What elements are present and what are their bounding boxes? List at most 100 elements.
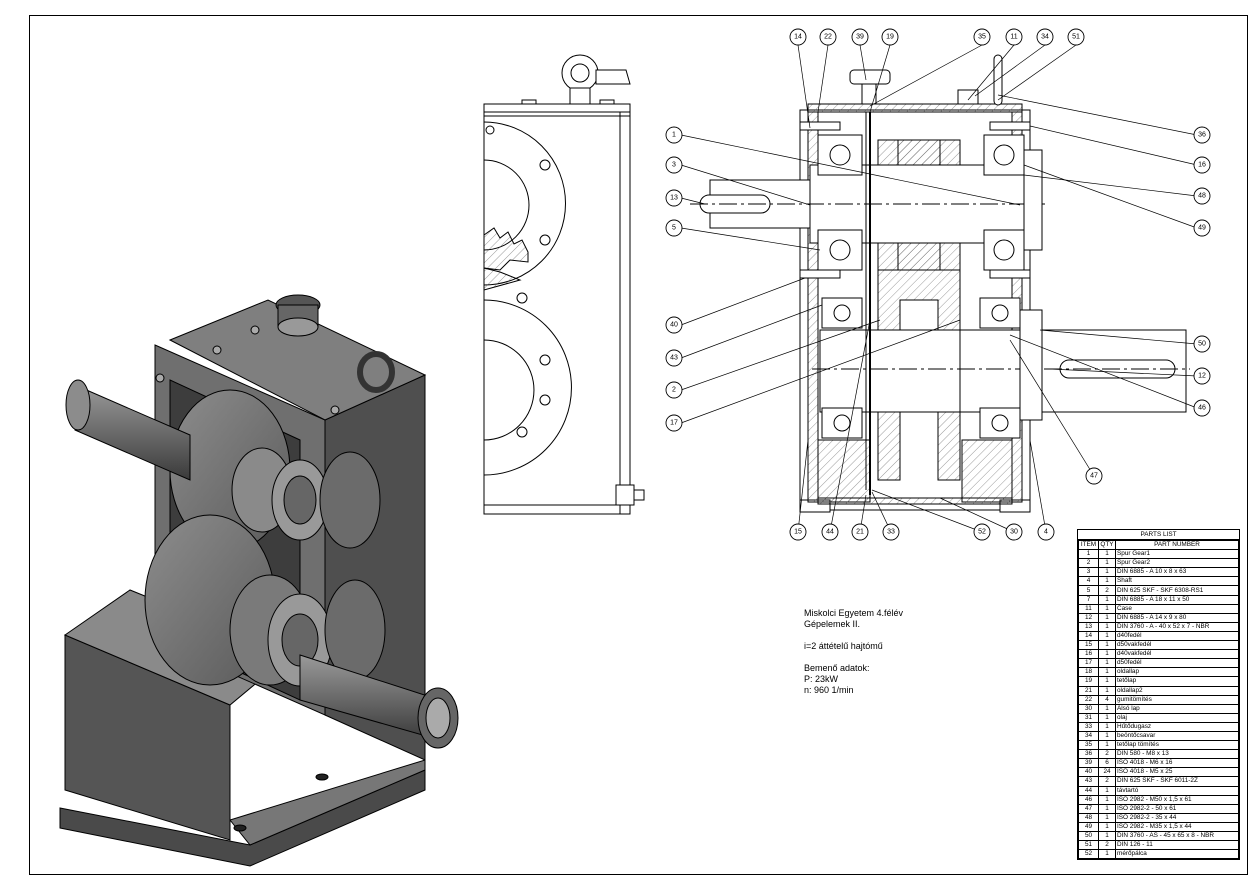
qty-cell: 1: [1098, 594, 1116, 605]
callout-balloon-1: 1: [665, 126, 683, 144]
item-cell: 46: [1078, 794, 1099, 805]
callout-balloon-36: 36: [1193, 126, 1211, 144]
callout-balloon-15: 15: [789, 523, 807, 541]
notes-university: Miskolci Egyetem 4.félév: [804, 608, 904, 618]
notes-speed: n: 960 1/min: [804, 685, 854, 695]
part-number-cell: DIN 625 SKF - SKF 6011-2Z: [1115, 776, 1239, 787]
part-number-cell: ISO 4018 - M5 x 25: [1115, 767, 1239, 778]
part-number-cell: gumitömítés: [1115, 694, 1239, 705]
svg-text:1: 1: [672, 132, 676, 139]
item-cell: 47: [1078, 803, 1099, 814]
main-cross-section: [690, 54, 1190, 513]
item-cell: 16: [1078, 649, 1099, 660]
qty-cell: 1: [1098, 567, 1116, 578]
part-number-cell: d40vakfedél: [1115, 649, 1239, 660]
item-cell: 31: [1078, 712, 1099, 723]
qty-cell: 1: [1098, 812, 1116, 823]
part-number-cell: d50fedél: [1115, 658, 1239, 669]
svg-text:33: 33: [887, 529, 895, 536]
qty-cell: 1: [1098, 794, 1116, 805]
svg-text:12: 12: [1198, 373, 1206, 380]
callout-balloon-52: 52: [973, 523, 991, 541]
item-cell: 14: [1078, 630, 1099, 642]
part-number-cell: d50vakfedél: [1115, 640, 1239, 651]
callout-balloon-43: 43: [665, 349, 683, 367]
callout-balloons-right: 36 16 48 49 50 12 46 47: [1085, 126, 1211, 485]
qty-cell: 1: [1098, 730, 1116, 742]
callout-balloon-22: 22: [819, 28, 837, 46]
svg-text:3: 3: [672, 162, 676, 169]
callout-balloons-bottom: 15 44 21 33 52 30 4: [789, 523, 1055, 541]
callout-balloon-3: 3: [665, 156, 683, 174]
part-number-cell: Case: [1115, 603, 1239, 614]
part-number-cell: DIN 6885 - A 14 x 9 x 80: [1115, 612, 1239, 623]
part-number-cell: DIN 6885 - A 18 x 11 x 50: [1115, 594, 1239, 605]
item-cell: 5: [1078, 585, 1099, 596]
callout-balloon-39: 39: [851, 28, 869, 46]
item-cell: 50: [1078, 830, 1099, 842]
side-section-view: [483, 54, 645, 515]
svg-text:11: 11: [1010, 34, 1017, 41]
callout-balloons-left: 1 3 13 5 40 43 2 17: [665, 126, 683, 432]
qty-cell: 24: [1098, 767, 1116, 778]
callout-balloon-47: 47: [1085, 467, 1103, 485]
qty-cell: 1: [1098, 685, 1116, 696]
callout-balloon-19: 19: [881, 28, 899, 46]
item-cell: 7: [1078, 594, 1099, 605]
callout-balloon-30: 30: [1005, 523, 1023, 541]
part-number-cell: ISO 2982-2 - 50 x 61: [1115, 803, 1239, 814]
qty-cell: 1: [1098, 576, 1116, 587]
qty-cell: 4: [1098, 694, 1116, 705]
part-number-cell: ISO 2982-2 - 35 x 44: [1115, 812, 1239, 823]
part-number-cell: tetőlap: [1115, 676, 1239, 687]
qty-cell: 2: [1098, 776, 1116, 787]
isometric-gearbox-view: [59, 294, 459, 867]
callout-balloon-4: 4: [1037, 523, 1055, 541]
part-number-cell: DIN 625 SKF - SKF 6308-RS1: [1115, 585, 1239, 596]
notes-ratio: i=2 áttételű hajtómű: [804, 641, 883, 651]
svg-text:46: 46: [1198, 405, 1206, 412]
svg-text:14: 14: [794, 34, 802, 41]
item-cell: 40: [1078, 767, 1099, 778]
item-cell: 52: [1078, 849, 1099, 860]
item-cell: 35: [1078, 740, 1099, 751]
svg-text:16: 16: [1198, 162, 1206, 169]
qty-cell: 1: [1098, 721, 1116, 732]
part-number-cell: DIN 3760 - AS - 45 x 65 x 8 - NBR: [1115, 830, 1239, 842]
item-cell: 12: [1078, 612, 1099, 623]
qty-cell: 1: [1098, 658, 1116, 669]
callout-balloon-35: 35: [973, 28, 991, 46]
part-number-cell: oldallap: [1115, 667, 1239, 678]
svg-text:13: 13: [670, 195, 678, 202]
svg-text:15: 15: [794, 529, 802, 536]
qty-cell: 1: [1098, 640, 1116, 651]
callout-balloon-34: 34: [1036, 28, 1054, 46]
item-cell: 1: [1078, 549, 1099, 560]
svg-text:50: 50: [1198, 341, 1206, 348]
qty-cell: 1: [1098, 558, 1116, 569]
callout-balloon-16: 16: [1193, 156, 1211, 174]
part-number-cell: ISO 2982 - M50 x 1,5 x 61: [1115, 794, 1239, 805]
item-cell: 22: [1078, 694, 1099, 705]
qty-cell: 1: [1098, 740, 1116, 751]
item-cell: 34: [1078, 730, 1099, 742]
